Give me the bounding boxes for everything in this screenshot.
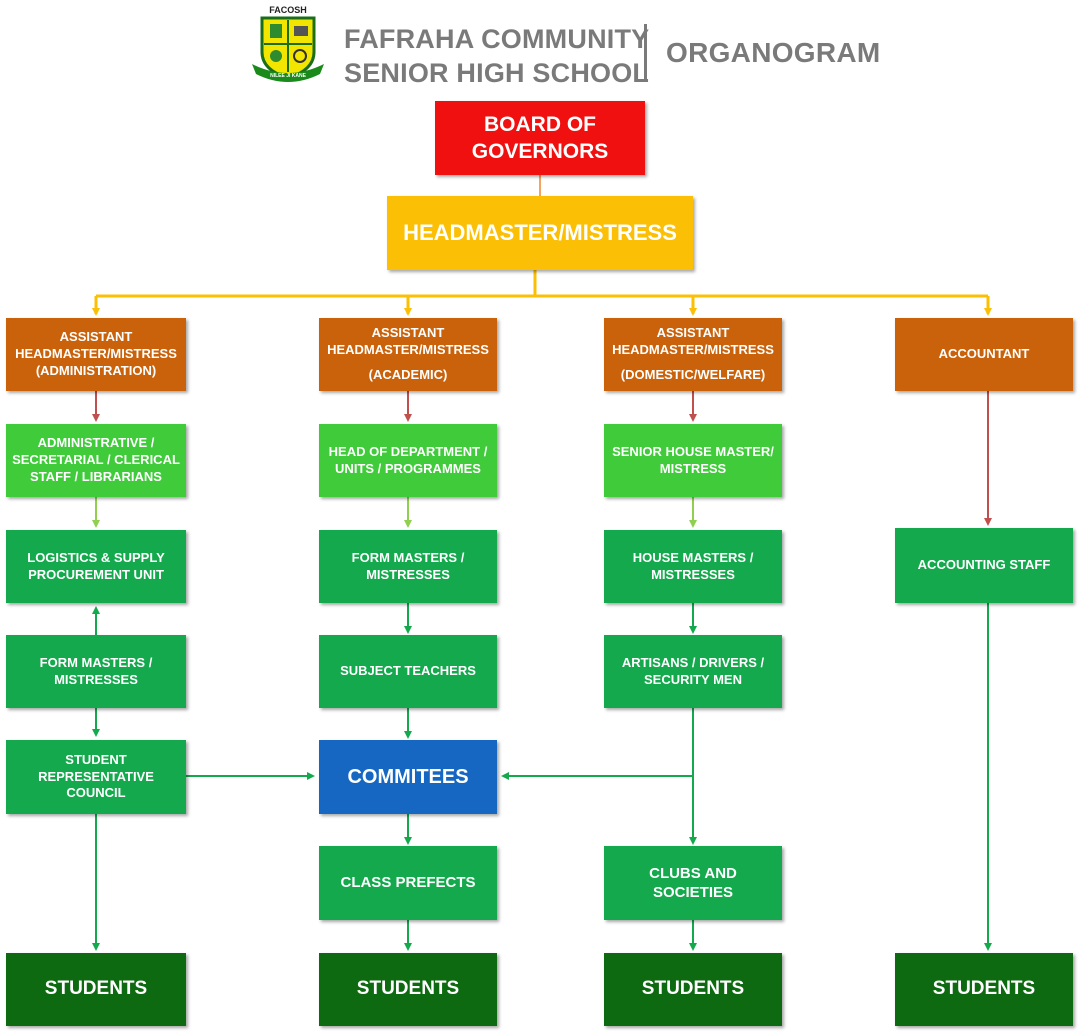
committees-box: COMMITEES (319, 740, 497, 814)
asst-admin-box: ASSISTANT HEADMASTER/MISTRESS (ADMINISTR… (6, 318, 186, 391)
asst-domestic-line3: (DOMESTIC/WELFARE) (620, 366, 766, 382)
hod-box: HEAD OF DEPARTMENT / UNITS / PROGRAMMES (319, 424, 497, 497)
logistics-box: LOGISTICS & SUPPLY PROCUREMENT UNIT (6, 530, 186, 603)
students-box: STUDENTS (604, 953, 782, 1026)
svg-text:FACOSH: FACOSH (269, 5, 307, 15)
students-box: STUDENTS (319, 953, 497, 1026)
asst-admin-line1: ASSISTANT (59, 329, 133, 345)
students-box: STUDENTS (6, 953, 186, 1026)
asst-domestic-line2: HEADMASTER/MISTRESS (612, 342, 774, 358)
senior-house-master-box: SENIOR HOUSE MASTER/ MISTRESS (604, 424, 782, 497)
asst-academic-line2: HEADMASTER/MISTRESS (327, 342, 489, 358)
board-of-governors-box: BOARD OF GOVERNORS (435, 101, 645, 175)
page-title: ORGANOGRAM (666, 37, 881, 68)
asst-admin-line2: HEADMASTER/MISTRESS (15, 346, 177, 362)
subject-teachers-box: SUBJECT TEACHERS (319, 635, 497, 708)
headmaster-box: HEADMASTER/MISTRESS (387, 196, 693, 270)
school-name: FAFRAHA COMMUNITY SENIOR HIGH SCHOOL (344, 22, 649, 90)
asst-academic-line1: ASSISTANT (371, 325, 445, 341)
clubs-societies-box: CLUBS AND SOCIETIES (604, 846, 782, 920)
asst-admin-line3: (ADMINISTRATION) (35, 362, 157, 378)
header: FACOSH NILEE JI KANE FAFRAHA COMMUNITY S… (248, 4, 880, 88)
form-masters-admin-box: FORM MASTERS / MISTRESSES (6, 635, 186, 708)
src-box: STUDENT REPRESENTATIVE COUNCIL (6, 740, 186, 814)
house-masters-box: HOUSE MASTERS / MISTRESSES (604, 530, 782, 603)
asst-academic-box: ASSISTANT HEADMASTER/MISTRESS (ACADEMIC) (319, 318, 497, 391)
asst-academic-line3: (ACADEMIC) (368, 366, 448, 382)
svg-text:NILEE JI KANE: NILEE JI KANE (270, 73, 307, 79)
admin-staff-box: ADMINISTRATIVE / SECRETARIAL / CLERICAL … (6, 424, 186, 497)
asst-domestic-line1: ASSISTANT (656, 325, 730, 341)
school-name-line1: FAFRAHA COMMUNITY (344, 24, 650, 54)
class-prefects-box: CLASS PREFECTS (319, 846, 497, 920)
header-divider (644, 24, 647, 82)
form-masters-academic-box: FORM MASTERS / MISTRESSES (319, 530, 497, 603)
asst-domestic-box: ASSISTANT HEADMASTER/MISTRESS (DOMESTIC/… (604, 318, 782, 391)
school-crest-logo: FACOSH NILEE JI KANE (252, 5, 324, 82)
school-name-line2: SENIOR HIGH SCHOOL (344, 58, 650, 88)
accounting-staff-box: ACCOUNTING STAFF (895, 528, 1073, 603)
students-box: STUDENTS (895, 953, 1073, 1026)
accountant-box: ACCOUNTANT (895, 318, 1073, 391)
artisans-box: ARTISANS / DRIVERS / SECURITY MEN (604, 635, 782, 708)
